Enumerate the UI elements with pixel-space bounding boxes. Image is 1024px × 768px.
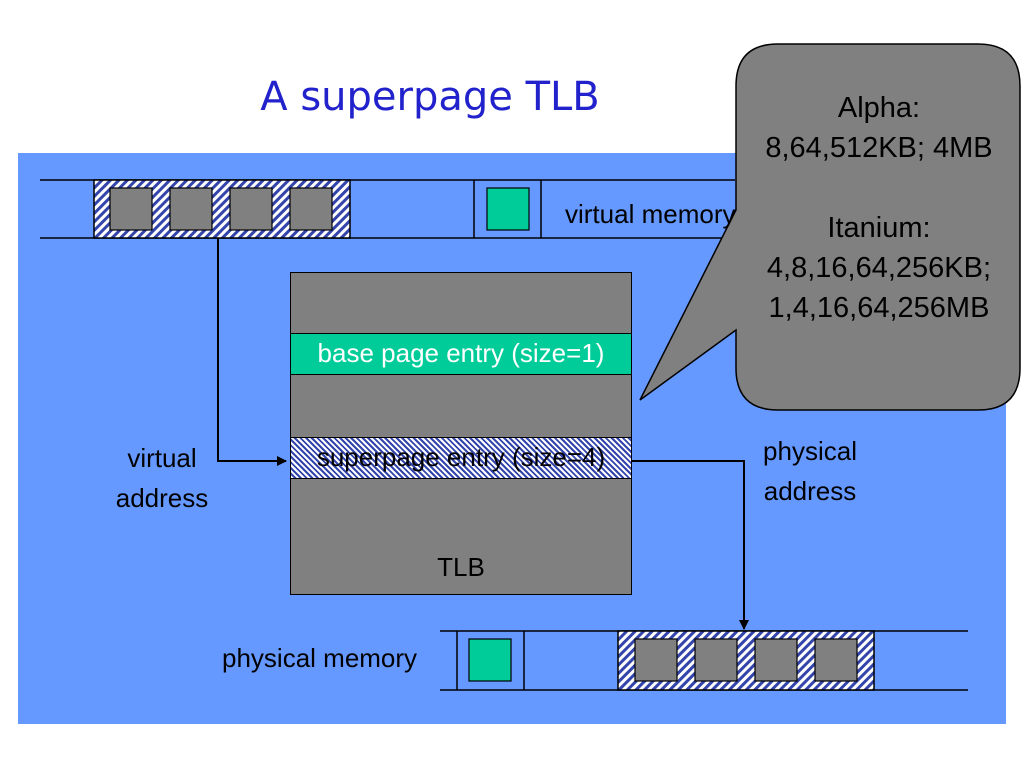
itanium-heading: Itanium: xyxy=(827,212,931,244)
physical-page xyxy=(634,638,678,682)
callout-text: Alpha: 8,64,512KB; 4MB Itanium: 4,8,16,6… xyxy=(738,88,1020,328)
virtual-address-label: virtual address xyxy=(115,443,209,513)
virtual-page xyxy=(109,187,153,231)
physical-memory-label: physical memory xyxy=(222,643,418,673)
physical-memory-strip xyxy=(440,630,968,691)
virtual-address-arrow xyxy=(217,238,287,466)
virtual-page xyxy=(169,187,213,231)
virtual-page xyxy=(289,187,333,231)
itanium-page-sizes-kb: 4,8,16,64,256KB; xyxy=(766,252,992,284)
base-page-entry: base page entry (size=1) xyxy=(290,333,632,375)
physical-address-arrow xyxy=(632,460,749,630)
superpage-entry: superpage entry (size=4) xyxy=(290,437,632,479)
itanium-page-sizes-mb: 1,4,16,64,256MB xyxy=(768,292,990,324)
tlb-box xyxy=(290,272,632,595)
alpha-page-sizes: 8,64,512KB; 4MB xyxy=(765,132,993,164)
physical-page xyxy=(814,638,858,682)
virtual-memory-strip xyxy=(40,179,735,239)
tlb-label: TLB xyxy=(437,552,485,582)
physical-address-label: physical address xyxy=(763,436,857,506)
physical-base-page xyxy=(468,638,512,682)
callout-bubble xyxy=(639,43,1021,411)
slide-title: A superpage TLB xyxy=(260,74,600,120)
virtual-memory-label: virtual memory xyxy=(565,199,736,229)
alpha-heading: Alpha: xyxy=(837,92,921,124)
physical-page xyxy=(694,638,738,682)
virtual-base-page xyxy=(486,187,530,231)
virtual-page xyxy=(229,187,273,231)
physical-page xyxy=(754,638,798,682)
